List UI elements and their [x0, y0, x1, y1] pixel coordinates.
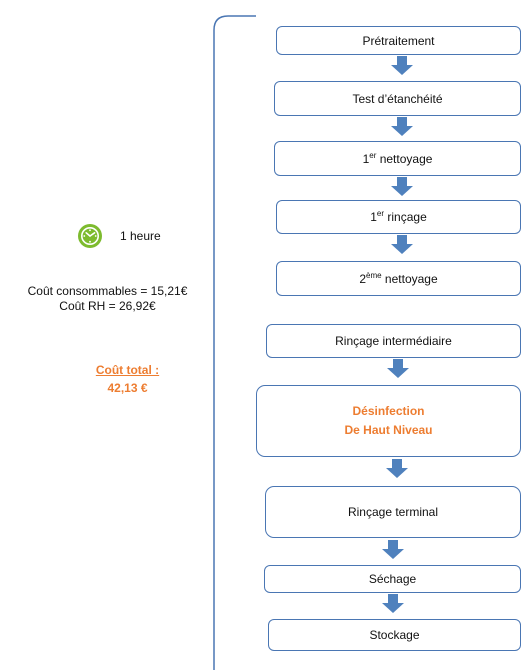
step-label-ordinal: er	[369, 150, 377, 160]
step-sechage: Séchage	[264, 565, 521, 593]
step-label: Rinçage intermédiaire	[335, 334, 452, 348]
step-stockage: Stockage	[268, 619, 521, 651]
down-arrow-icon	[387, 359, 409, 378]
step-label: Test d’étanchéité	[352, 91, 443, 106]
step-label: Prétraitement	[362, 33, 435, 48]
step-label: 1er rinçage	[370, 209, 427, 225]
step-1er-nettoyage: 1er nettoyage	[274, 141, 521, 176]
step-label: 1er nettoyage	[362, 150, 433, 166]
total-cost-value: 42,13 €	[107, 381, 148, 395]
step-label-ordinal: ème	[366, 270, 382, 280]
clock-icon	[78, 224, 102, 248]
down-arrow-icon	[382, 594, 404, 613]
step-1er-rincage: 1er rinçage	[276, 200, 521, 234]
step-rincage-terminal: Rinçage terminal	[265, 486, 521, 538]
total-cost: Coût total : 42,13 €	[0, 361, 255, 397]
cost-consumables: Coût consommables = 15,21€	[27, 284, 188, 298]
step-desinfection-haut-niveau: Désinfection De Haut Niveau	[256, 385, 521, 457]
step-label-line1: Désinfection	[352, 404, 425, 418]
down-arrow-icon	[391, 56, 413, 75]
step-label-text: nettoyage	[381, 271, 438, 286]
duration-row: 1 heure	[78, 224, 161, 248]
step-label-text: rinçage	[384, 210, 427, 224]
step-pretraitement: Prétraitement	[276, 26, 521, 55]
step-label-number: 1	[370, 210, 377, 224]
step-label-number: 2	[359, 271, 367, 286]
costs-block: Coût consommables = 15,21€ Coût RH = 26,…	[0, 284, 215, 314]
down-arrow-icon	[391, 117, 413, 136]
down-arrow-icon	[391, 177, 413, 196]
step-label: Stockage	[369, 628, 420, 642]
down-arrow-icon	[386, 459, 408, 478]
step-test-etancheite: Test d’étanchéité	[274, 81, 521, 116]
step-label-text: nettoyage	[376, 151, 433, 166]
down-arrow-icon	[382, 540, 404, 559]
step-rincage-intermediaire: Rinçage intermédiaire	[266, 324, 521, 358]
step-label-line2: De Haut Niveau	[344, 423, 433, 437]
duration-text: 1 heure	[120, 229, 161, 243]
down-arrow-icon	[391, 235, 413, 254]
step-label-number: 1	[362, 151, 370, 166]
step-label: Séchage	[368, 572, 417, 586]
step-label: Rinçage terminal	[347, 504, 439, 519]
step-2eme-nettoyage: 2ème nettoyage	[276, 261, 521, 296]
total-cost-label: Coût total :	[95, 363, 160, 377]
step-label-ordinal: er	[376, 209, 385, 218]
cost-hr: Coût RH = 26,92€	[59, 299, 156, 313]
step-label: 2ème nettoyage	[359, 270, 438, 286]
bracket	[213, 15, 256, 670]
cost-summary: 1 heure Coût consommables = 15,21€ Coût …	[0, 0, 210, 664]
